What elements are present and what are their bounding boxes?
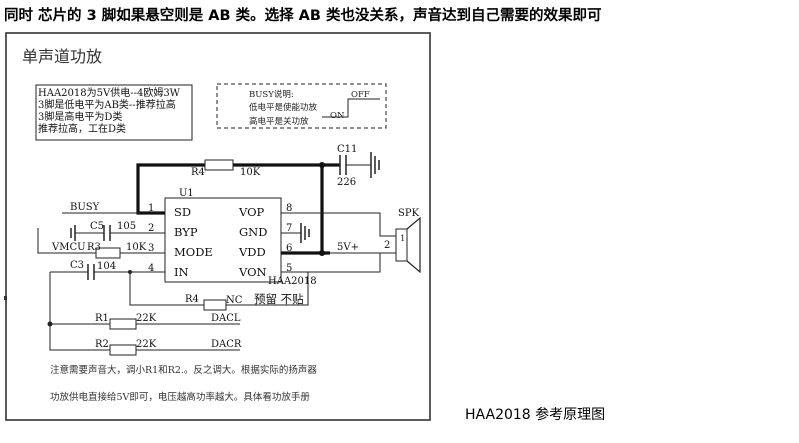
busy-off-label: OFF [351, 90, 370, 100]
note-line-2: 3脚是低电平为AB类--推荐拉高 [38, 98, 176, 111]
pin-name-von: VON [238, 265, 267, 279]
von-wire [281, 252, 396, 273]
junction-dot [319, 162, 325, 168]
sd-pullup-wire [136, 163, 205, 215]
footnote-line-2: 功放供电直接给5V即可，电压越高功率越大。具体看功放手册 [50, 391, 310, 403]
speaker-pin-2: 2 [384, 240, 390, 251]
resistor-r3 [95, 247, 121, 259]
speaker-symbol [395, 216, 421, 274]
r2-value: 22K [136, 339, 157, 350]
speaker-label: SPK [398, 208, 420, 219]
pin-num-6: 6 [286, 243, 292, 254]
pin-name-mode: MODE [174, 245, 213, 259]
supply-label: 5V+ [337, 242, 359, 253]
pin-name-gnd: GND [239, 225, 267, 239]
figure-caption: HAA2018 参考原理图 [465, 407, 606, 423]
pin-num-5: 5 [286, 263, 292, 274]
pin-name-in: IN [174, 265, 189, 279]
r4-nc-wire-left [129, 272, 204, 306]
gnd-symbol [281, 223, 310, 243]
busy-note-line-1: 低电平是使能功放 [249, 102, 318, 113]
resistor-r4-top [204, 159, 234, 171]
pin-num-1: 1 [148, 203, 154, 214]
c5-label: C5 [90, 221, 104, 232]
busy-note-box: BUSY说明: 低电平是使能功放 高电平是关功放 OFF ON [216, 83, 387, 129]
dacl-label: DACL [211, 313, 241, 324]
c3-label: C3 [70, 260, 84, 271]
mode-wire [37, 228, 165, 254]
r3-label: R3 [87, 242, 101, 253]
schematic-title: 单声道功放 [22, 47, 102, 66]
note-line-4: 推荐拉高，工在D类 [38, 122, 126, 135]
r1-value: 22K [136, 313, 157, 324]
note-line-1: HAA2018为5V供电--4欧姆3W [38, 86, 181, 99]
c11-value: 226 [337, 177, 356, 188]
r4-nc-label: R4 [185, 294, 199, 305]
resistor-r4-nc [203, 299, 227, 311]
pin-num-4: 4 [148, 263, 154, 274]
capacitor-c11 [339, 152, 380, 178]
busy-net-label: BUSY [70, 202, 100, 213]
dacr-label: DACR [211, 339, 242, 350]
c3-value: 104 [97, 261, 116, 272]
footnote-line-1: 注意需要声音大，调小R1和R2.。反之调大。根据实际的扬声器 [50, 364, 317, 376]
busy-on-label: ON [330, 111, 345, 121]
r1-label: R1 [95, 313, 109, 324]
resistor-r1 [109, 318, 137, 330]
r4-top-label: R4 [191, 167, 205, 178]
chip-ref: U1 [179, 188, 194, 199]
resistor-r2 [109, 344, 137, 356]
pin-num-8: 8 [286, 203, 292, 214]
pin-num-3: 3 [148, 243, 154, 254]
pin-num-2: 2 [148, 223, 154, 234]
chip-part-number: HAA2018 [268, 276, 317, 287]
chip-body [164, 197, 282, 283]
pin-name-vdd: VDD [238, 245, 266, 259]
reserve-note: 预留 不贴 [254, 292, 304, 306]
capacitor-c5 [70, 225, 165, 241]
r4-nc-value: NC [226, 295, 243, 306]
vmcu-label: VMCU [51, 242, 86, 253]
busy-note-line-2: 高电平是关功放 [249, 116, 309, 127]
pin-name-byp: BYP [174, 225, 198, 239]
r2-label: R2 [95, 339, 109, 350]
speaker-pin-1: 1 [400, 234, 405, 244]
junction-dot [319, 250, 325, 256]
note-box: HAA2018为5V供电--4欧姆3W 3脚是低电平为AB类--推荐拉高 3脚是… [35, 84, 193, 141]
r3-value: 10K [126, 242, 147, 253]
busy-note-title: BUSY说明: [249, 89, 294, 100]
dac-bus-wire [49, 272, 110, 351]
note-line-3: 3脚是高电平为D类 [38, 110, 122, 123]
c11-label: C11 [337, 144, 357, 155]
pin-num-7: 7 [286, 223, 292, 234]
pin-name-sd: SD [174, 205, 191, 219]
vop-wire [281, 212, 396, 237]
frame-mark [4, 296, 7, 300]
headline-text: 同时 芯片的 3 脚如果悬空则是 AB 类。选择 AB 类也没关系，声音达到自己… [4, 8, 602, 24]
busy-waveform [322, 98, 380, 118]
r4-top-value: 10K [240, 167, 261, 178]
c5-value: 105 [117, 221, 136, 232]
pin-name-vop: VOP [238, 205, 265, 219]
